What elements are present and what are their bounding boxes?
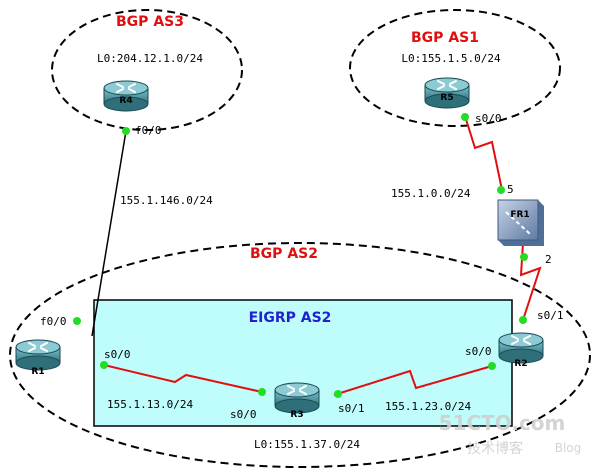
eigrp-label: EIGRP AS2 bbox=[249, 310, 332, 326]
r5-s0-0-label: s0/0 bbox=[475, 112, 502, 125]
r5-loopback-label: L0:155.1.5.0/24 bbox=[401, 52, 501, 65]
port-dot-r3-s0-1 bbox=[334, 390, 342, 398]
network-r1-r4-label: 155.1.146.0/24 bbox=[120, 194, 213, 207]
r2-s0-1-label: s0/1 bbox=[537, 309, 564, 322]
router-r3-label: R3 bbox=[290, 410, 303, 420]
link-r3-r2 bbox=[333, 365, 493, 396]
link-r5-fr1 bbox=[464, 115, 503, 191]
as1-boundary bbox=[349, 9, 561, 127]
port-dot-fr1-5 bbox=[497, 186, 505, 194]
as3-boundary bbox=[51, 9, 243, 131]
router-r2-label: R2 bbox=[514, 359, 527, 369]
as1-label: BGP AS1 bbox=[411, 30, 479, 46]
r1-s0-0-label: s0/0 bbox=[104, 348, 131, 361]
r3-s0-1-label: s0/1 bbox=[338, 402, 365, 415]
port-dot-r2-s0-1 bbox=[519, 316, 527, 324]
port-dot-r3-s0-0 bbox=[258, 388, 266, 396]
as2-boundary bbox=[9, 242, 591, 468]
frame-relay-switch-fr1[interactable]: FR1 bbox=[497, 199, 544, 246]
router-r1-label: R1 bbox=[31, 367, 44, 377]
router-r2[interactable]: R2 bbox=[498, 332, 544, 369]
network-r1-r3-label: 155.1.13.0/24 bbox=[107, 398, 193, 411]
router-r5[interactable]: R5 bbox=[424, 77, 470, 109]
link-r4-r1 bbox=[91, 130, 127, 337]
r1-f0-0-label: f0/0 bbox=[40, 315, 67, 328]
router-r1[interactable]: R1 bbox=[15, 339, 61, 377]
port-dot-r5-s0-0 bbox=[461, 113, 469, 121]
router-r4-label: R4 bbox=[119, 96, 132, 106]
port-dot-r2-s0-0 bbox=[488, 362, 496, 370]
network-r3-r2-label: 155.1.23.0/24 bbox=[385, 400, 471, 413]
router-r5-label: R5 bbox=[440, 93, 453, 103]
as3-label: BGP AS3 bbox=[116, 14, 184, 30]
watermark-main: 51CTO.com bbox=[439, 411, 566, 435]
watermark-sub: 技术博客 bbox=[467, 440, 523, 457]
port-dot-r1-s0-0 bbox=[100, 361, 108, 369]
port-dot-r1-f0-0 bbox=[73, 317, 81, 325]
port-dot-r4-f0-0 bbox=[122, 127, 130, 135]
fr1-port-2-label: 2 bbox=[545, 253, 552, 266]
fr1-label: FR1 bbox=[510, 210, 529, 220]
r4-f0-0-label: f0/0 bbox=[135, 124, 162, 137]
fr1-port-5-label: 5 bbox=[507, 183, 514, 196]
r2-s0-0-label: s0/0 bbox=[465, 345, 492, 358]
port-dot-fr1-2 bbox=[520, 253, 528, 261]
r4-loopback-label: L0:204.12.1.0/24 bbox=[97, 52, 203, 65]
router-r3[interactable]: R3 bbox=[274, 382, 320, 420]
r3-s0-0-label: s0/0 bbox=[230, 408, 257, 421]
router-r4[interactable]: R4 bbox=[103, 80, 149, 112]
network-frame-relay-label: 155.1.0.0/24 bbox=[391, 187, 471, 200]
r3-loopback-label: L0:155.1.37.0/24 bbox=[254, 438, 360, 451]
watermark-blog: Blog bbox=[555, 441, 582, 455]
as2-label: BGP AS2 bbox=[250, 246, 318, 262]
link-r1-r3 bbox=[103, 364, 263, 393]
